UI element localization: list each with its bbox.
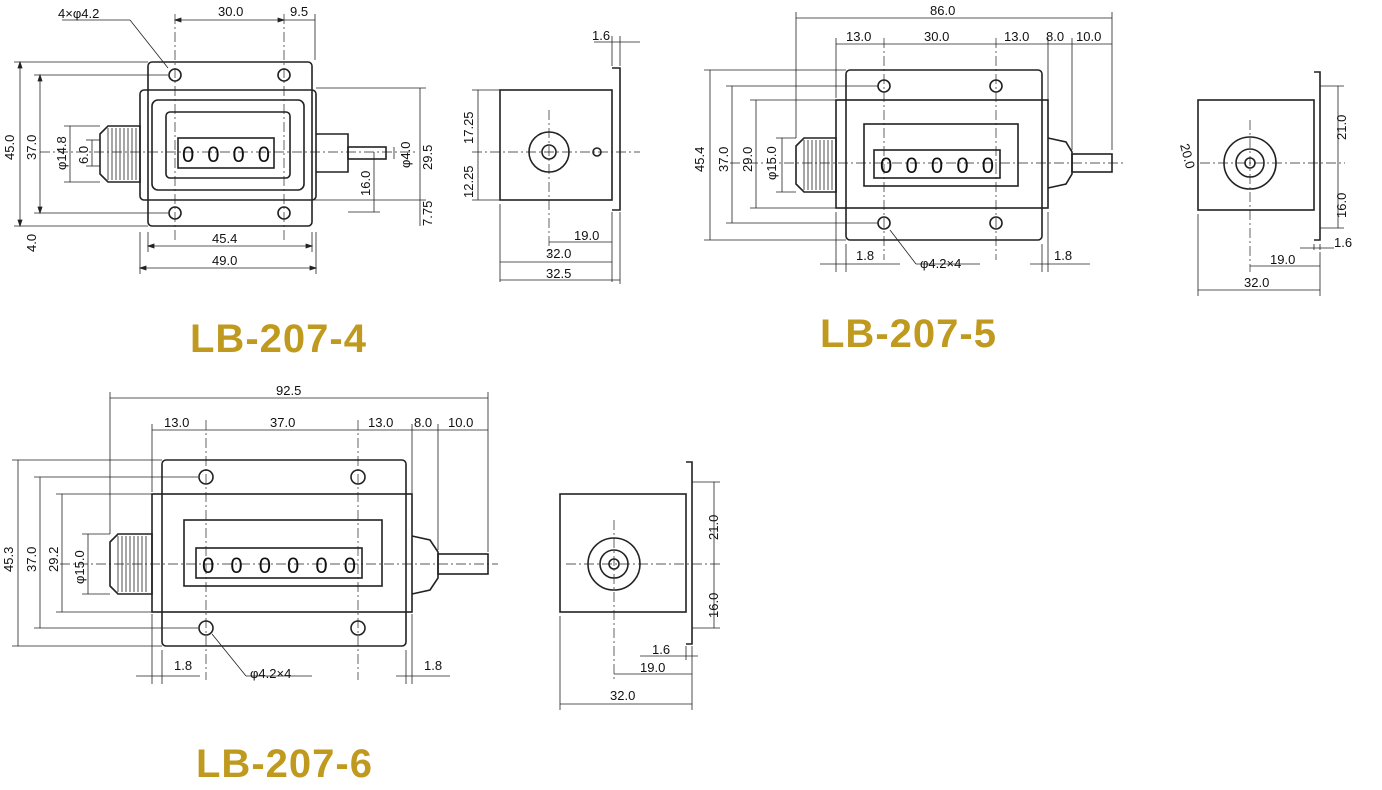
dim-7-75: 7.75 xyxy=(420,201,435,226)
dim-32: 32.0 xyxy=(546,246,571,261)
dim-37: 37.0 xyxy=(716,147,731,172)
digit-window xyxy=(195,547,363,579)
dim-knob-dia: φ15.0 xyxy=(72,550,87,584)
lb207-5-front-view: 00000 86.0 13.0 30.0 13.0 8.0 10.0 45.4 … xyxy=(692,3,1125,272)
dim-32: 32.0 xyxy=(610,688,635,703)
dim-8: 8.0 xyxy=(1046,29,1064,44)
dim-45: 45.0 xyxy=(2,135,17,160)
dim-49: 49.0 xyxy=(212,253,237,268)
dim-10: 10.0 xyxy=(448,415,473,430)
dim-19: 19.0 xyxy=(574,228,599,243)
dim-19: 19.0 xyxy=(640,660,665,675)
dim-45-4: 45.4 xyxy=(692,147,707,172)
dim-30: 30.0 xyxy=(218,4,243,19)
dim-29-5: 29.5 xyxy=(420,145,435,170)
lb207-4-side-view: 1.6 17.25 12.25 19.0 32.0 32.5 xyxy=(461,28,640,284)
dim-37: 37.0 xyxy=(24,547,39,572)
dim-19: 19.0 xyxy=(1270,252,1295,267)
dim-29-2: 29.2 xyxy=(46,547,61,572)
counter-digits: 00000 xyxy=(880,153,994,178)
dim-edge-right: 1.8 xyxy=(424,658,442,673)
reset-knob xyxy=(795,137,837,193)
dim-32-5: 32.5 xyxy=(546,266,571,281)
dim-1-6: 1.6 xyxy=(592,28,610,43)
dim-92-5: 92.5 xyxy=(276,383,301,398)
dim-21: 21.0 xyxy=(706,515,721,540)
dim-45-3: 45.3 xyxy=(1,547,16,572)
dim-side-dia: 20.0 xyxy=(1177,142,1198,170)
side-bracket xyxy=(1314,71,1321,241)
mounting-plate xyxy=(147,61,313,227)
dim-13-a: 13.0 xyxy=(846,29,871,44)
hole-note: φ4.2×4 xyxy=(250,666,291,681)
hole-note: 4×φ4.2 xyxy=(58,6,99,21)
side-body xyxy=(1197,99,1315,211)
dim-16: 16.0 xyxy=(358,171,373,196)
dim-45-4: 45.4 xyxy=(212,231,237,246)
model-label-lb207-4: LB-207-4 xyxy=(190,317,367,361)
dim-knob-dia: φ15.0 xyxy=(764,146,779,180)
counter-window xyxy=(863,123,1019,187)
dim-13-a: 13.0 xyxy=(164,415,189,430)
dim-29: 29.0 xyxy=(740,147,755,172)
digit-window xyxy=(177,137,275,169)
side-body xyxy=(559,493,687,613)
counter-digits: 0000 xyxy=(182,142,270,167)
reset-knob xyxy=(109,533,153,595)
plunger-housing xyxy=(316,133,349,173)
hole-note: φ4.2×4 xyxy=(920,256,961,271)
dim-1-6: 1.6 xyxy=(1334,235,1352,250)
lb207-6-side-view: 21.0 16.0 1.6 19.0 32.0 xyxy=(559,461,721,710)
dim-12-25: 12.25 xyxy=(461,165,476,198)
lb207-5-side-view: 20.0 21.0 16.0 1.6 19.0 32.0 xyxy=(1177,71,1352,296)
side-bracket xyxy=(612,67,621,211)
model-label-lb207-5: LB-207-5 xyxy=(820,312,997,356)
dim-21: 21.0 xyxy=(1334,115,1349,140)
plunger-housing xyxy=(411,535,439,595)
mounting-hole xyxy=(989,216,1003,230)
side-body xyxy=(499,89,613,201)
dim-37: 37.0 xyxy=(24,135,39,160)
counter-window xyxy=(165,111,291,179)
mounting-plate xyxy=(845,69,1043,241)
dim-edge-left: 1.8 xyxy=(856,248,874,263)
dim-16: 16.0 xyxy=(706,593,721,618)
dim-10: 10.0 xyxy=(1076,29,1101,44)
counter-digits: 000000 xyxy=(202,553,356,578)
counter-bezel xyxy=(151,99,305,191)
mounting-plate xyxy=(161,459,407,647)
lb207-4-front-view: 0000 30.0 9.5 4×φ4.2 45.0 37.0 φ14.8 6.0… xyxy=(2,4,435,274)
dim-16: 16.0 xyxy=(1334,193,1349,218)
dim-37-w: 37.0 xyxy=(270,415,295,430)
plunger-shaft xyxy=(347,146,387,160)
dim-knob-dia: φ14.8 xyxy=(54,136,69,170)
counter-body xyxy=(151,493,413,613)
dim-17-25: 17.25 xyxy=(461,111,476,144)
dim-6: 6.0 xyxy=(76,146,91,164)
digit-window xyxy=(873,149,1001,179)
dim-1-6: 1.6 xyxy=(652,642,670,657)
reset-knob xyxy=(99,125,141,183)
dim-shaft-dia: φ4.0 xyxy=(398,141,413,168)
dim-13-b: 13.0 xyxy=(368,415,393,430)
dim-86: 86.0 xyxy=(930,3,955,18)
dim-edge-left: 1.8 xyxy=(174,658,192,673)
counter-window xyxy=(183,519,383,587)
lb207-6-front-view: 000000 92.5 13.0 37.0 13.0 8.0 10.0 45.3… xyxy=(1,383,498,684)
dim-4: 4.0 xyxy=(24,234,39,252)
model-label-lb207-6: LB-207-6 xyxy=(196,742,373,786)
dim-30: 30.0 xyxy=(924,29,949,44)
dim-32: 32.0 xyxy=(1244,275,1269,290)
dim-9-5: 9.5 xyxy=(290,4,308,19)
dim-8: 8.0 xyxy=(414,415,432,430)
side-bracket xyxy=(686,461,693,645)
dim-13-b: 13.0 xyxy=(1004,29,1029,44)
dim-edge-right: 1.8 xyxy=(1054,248,1072,263)
